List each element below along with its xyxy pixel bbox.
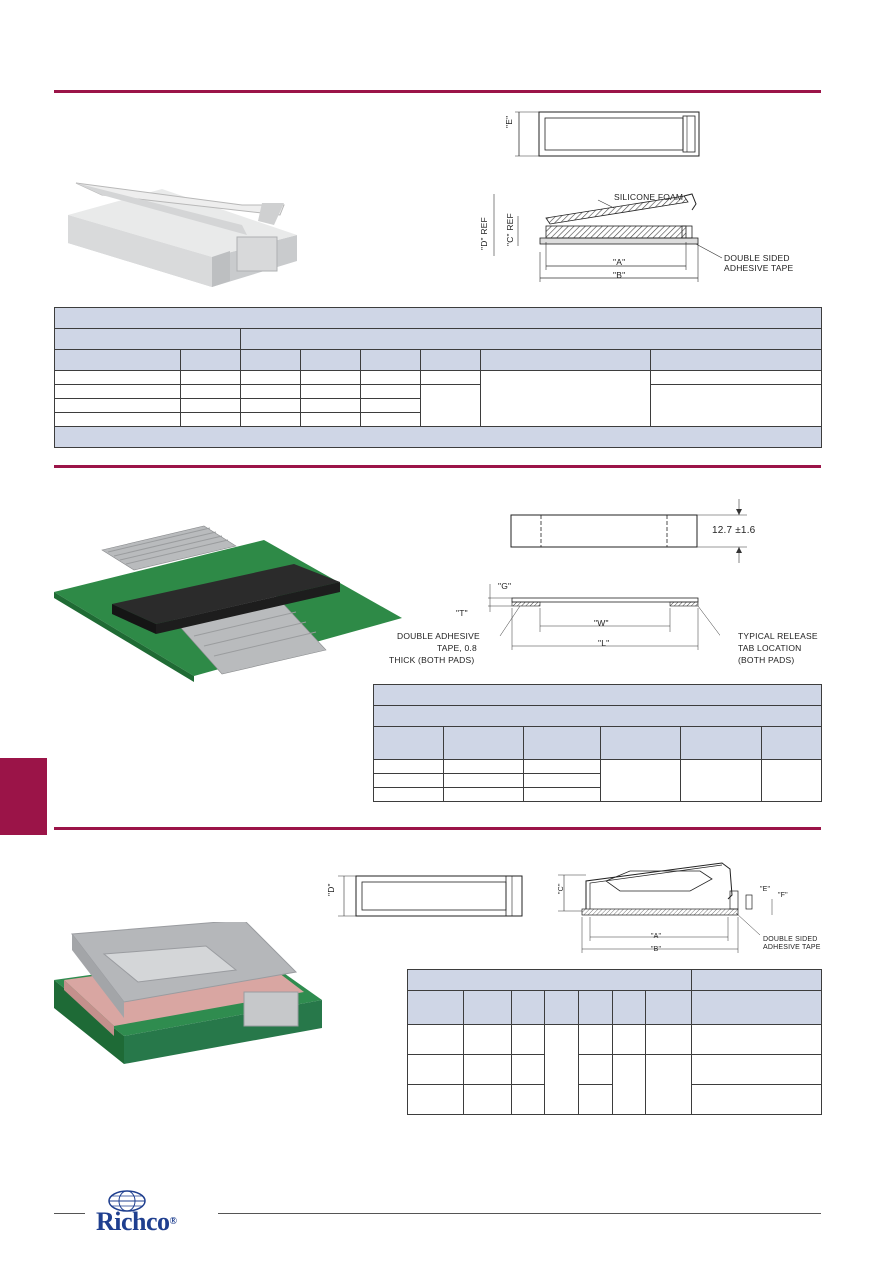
spec-table-1 [54,307,822,448]
globe-icon [108,1190,146,1212]
table-row [407,1084,823,1115]
table-row [373,787,822,802]
section-side-tab [0,758,47,835]
table-row [54,398,822,413]
label-e-1: "E" [504,115,514,128]
label-e-3: "E" [760,886,771,893]
label-d-3: "D" [326,883,336,896]
label-tape-1: DOUBLE ADHESIVE [397,631,480,641]
drawing-2-side [488,584,720,650]
label-c-ref-1: "C" REF [505,213,515,246]
section-1-rule [54,90,821,93]
drawing-2-top [510,499,747,563]
label-double-sided-1a: DOUBLE SIDED [724,253,790,263]
label-t: "T" [456,608,468,618]
footer-rule-right [218,1213,821,1214]
label-tape-2: TAPE, 0.8 [437,643,477,653]
section-2-rule [54,465,821,468]
label-release-1: TYPICAL RELEASE [738,631,818,641]
drawing-1-side [493,193,723,282]
drawing-1-top [515,111,700,157]
label-double-sided-1b: ADHESIVE TAPE [724,263,794,273]
table1-note-row [54,426,822,448]
spec-table-2 [372,684,823,802]
drawing-3-side [558,862,773,953]
label-tape-3: THICK (BOTH PADS) [389,655,475,665]
label-w: "W" [594,618,609,628]
label-f-3: "F" [778,892,788,899]
product-photo-3 [54,922,322,1064]
label-c-3: "C" [558,883,565,894]
label-double-sided-3a: DOUBLE SIDED [763,936,818,943]
label-b-1: "B" [613,270,626,280]
spec-table-3 [406,969,823,1115]
section-3-rule [54,827,821,830]
label-a-1: "A" [613,257,626,267]
table-row [373,773,822,788]
label-width-dim: 12.7 ±1.6 [712,525,756,536]
table-row [54,384,822,427]
label-release-3: (BOTH PADS) [738,655,795,665]
label-d-ref-1: "D" REF [479,217,489,250]
table-row [54,370,822,427]
table3-title-row [406,969,693,991]
table2-title-row [372,684,823,706]
product-photo-2 [54,525,402,682]
drawing-3-top [338,875,523,917]
label-release-2: TAB LOCATION [738,643,802,653]
table-row [407,1054,823,1115]
label-a-3: "A" [651,933,662,940]
table-row [373,759,823,802]
table-row [407,1024,823,1115]
footer-rule-left [54,1213,85,1214]
label-g: "G" [498,581,512,591]
label-l: "L" [598,638,610,648]
label-b-3: "B" [651,946,662,953]
label-double-sided-3b: ADHESIVE TAPE [763,944,821,951]
product-photo-1 [68,182,297,287]
label-silicone-foam: SILICONE FOAM [614,192,684,202]
table1-title-row [54,307,822,329]
richco-logo: Richco® [96,1207,177,1236]
